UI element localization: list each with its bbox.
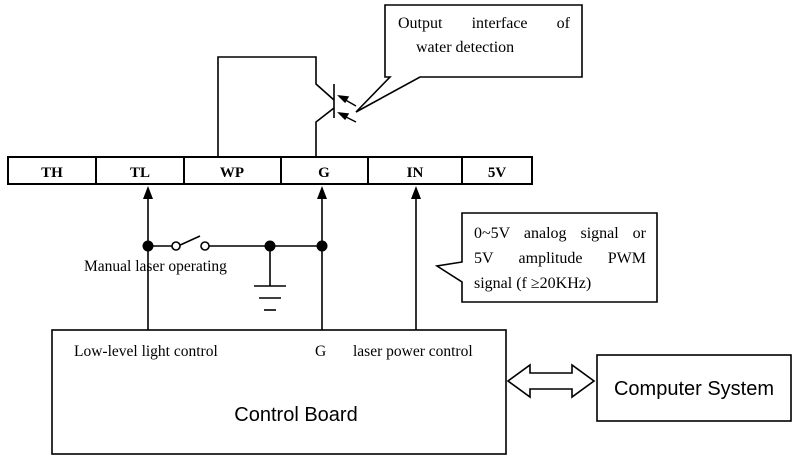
terminal-label-g: G (318, 165, 330, 181)
terminal-strip (7, 156, 533, 185)
in-arrow-icon (411, 186, 421, 199)
computer-system-label: Computer System (614, 378, 774, 400)
signal-callout-line1: 0~5V analog signal or (474, 225, 646, 242)
signal-callout-text: 0~5V analog signal or 5V amplitude PWM s… (474, 221, 646, 296)
water-callout-line1: Output interface of (398, 15, 570, 32)
water-callout-box (355, 4, 583, 113)
terminal-label-in: IN (407, 165, 424, 181)
signal-callout-box (434, 212, 658, 303)
water-callout-text: Output interface of water detection (398, 12, 570, 60)
manual-laser-label: Manual laser operating (84, 258, 227, 275)
g-arrow-icon (317, 186, 327, 199)
control-board-title: Control Board (234, 404, 357, 426)
board-ground-label: G (315, 343, 326, 360)
laser-power-label: laser power control (353, 343, 473, 360)
signal-callout-line2: 5V amplitude PWM (474, 250, 646, 267)
terminal-label-5v: 5V (488, 165, 507, 181)
switch-contact-left (171, 241, 181, 251)
terminal-label-wp: WP (220, 165, 244, 181)
terminal-label-tl: TL (130, 165, 150, 181)
water-detection-wiring (217, 56, 335, 157)
signal-callout-line3: signal (f ≥20KHz) (474, 275, 592, 292)
terminal-label-th: TH (41, 165, 63, 181)
bidirectional-arrow-icon (506, 363, 596, 399)
tl-arrow-icon (143, 186, 153, 199)
switch-contact-right (200, 241, 210, 251)
junction-dot-ground (264, 240, 276, 252)
junction-dot-g (316, 240, 328, 252)
light-arrows-icon (337, 95, 357, 123)
water-callout-line2: water detection (416, 39, 515, 56)
junction-dot-tl (142, 240, 154, 252)
control-board-box (51, 329, 507, 455)
low-level-light-label: Low-level light control (74, 343, 218, 360)
computer-system-box (596, 354, 792, 422)
